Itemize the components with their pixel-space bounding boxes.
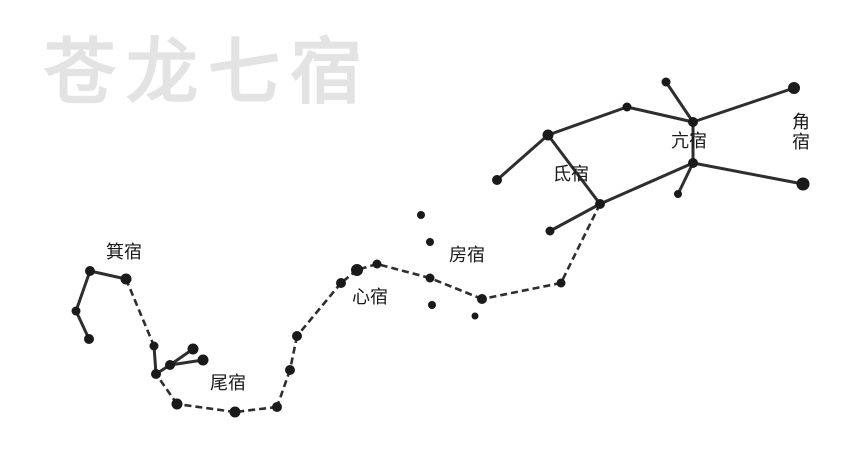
star-dot [688, 158, 698, 168]
star-dot [229, 406, 241, 418]
star-dot [471, 312, 479, 320]
constellation-solid-lines [74, 80, 805, 376]
constellation-dashed-line [275, 369, 292, 408]
star-dot [477, 294, 487, 304]
star-dot [336, 278, 346, 288]
constellation-line [691, 161, 805, 186]
constellation-dashed-line [295, 282, 343, 337]
star-dot [84, 334, 94, 344]
star-dot [492, 175, 502, 185]
constellation-dashed-line [481, 281, 562, 301]
constellation-dashed-line [559, 203, 602, 284]
constellation-line [74, 269, 92, 313]
constellation-line [546, 133, 602, 206]
star-dot [796, 177, 810, 191]
star-dot [149, 341, 159, 351]
star-dot [71, 306, 81, 316]
star-dot [197, 354, 209, 366]
constellation-dashed-line [288, 335, 299, 371]
constellation-line [88, 269, 128, 281]
star-dot [285, 365, 295, 375]
constellation-dashed-line [154, 373, 179, 405]
constellation-line [548, 202, 602, 233]
constellation-dashed-line [429, 276, 483, 301]
constellation-line [691, 86, 796, 124]
label-wei-mansion: 尾宿 [210, 373, 246, 394]
star-dot [292, 331, 302, 341]
constellation-line [598, 161, 695, 206]
star-dot [688, 117, 698, 127]
star-dot [171, 398, 183, 410]
star-dot [425, 273, 435, 283]
constellation-dashed-line [124, 278, 156, 347]
constellation-line [676, 161, 695, 196]
star-dot [542, 129, 554, 141]
diagram-title: 苍龙七宿 [44, 30, 373, 114]
constellation-line [168, 358, 205, 367]
constellation-dashed-lines [124, 203, 602, 414]
label-xin-mansion: 心宿 [352, 287, 388, 308]
constellation-dashed-line [234, 405, 278, 414]
star-dot [545, 226, 555, 236]
star-dot [661, 77, 671, 87]
star-dot [165, 360, 175, 370]
star-dot [351, 264, 363, 276]
star-dot [417, 211, 425, 219]
label-di-mansion: 氐宿 [553, 164, 589, 185]
star-dot [151, 369, 161, 379]
star-dot [622, 102, 632, 112]
star-dot [428, 301, 436, 309]
constellation-line [625, 105, 695, 124]
star-dot [85, 266, 95, 276]
star-dot [788, 82, 800, 94]
constellation-line [546, 105, 629, 137]
star-dot [272, 402, 282, 412]
star-dot [674, 190, 682, 198]
star-dot [595, 199, 605, 209]
label-ji-mansion: 箕宿 [106, 242, 142, 263]
star-dot [120, 273, 132, 285]
star-dot [187, 343, 199, 355]
star-dot [372, 259, 382, 269]
label-jiao-mansion: 角宿 [789, 112, 810, 152]
star-dot [426, 238, 434, 246]
constellation-line [495, 133, 550, 182]
constellation-line [664, 80, 695, 124]
constellation-line [74, 309, 91, 341]
label-kang-mansion: 亢宿 [671, 131, 707, 152]
constellation-dashed-line [376, 262, 431, 280]
constellation-dashed-line [176, 402, 236, 414]
label-fang-mansion: 房宿 [449, 245, 485, 266]
star-dot [556, 278, 566, 288]
star-points [71, 77, 810, 418]
